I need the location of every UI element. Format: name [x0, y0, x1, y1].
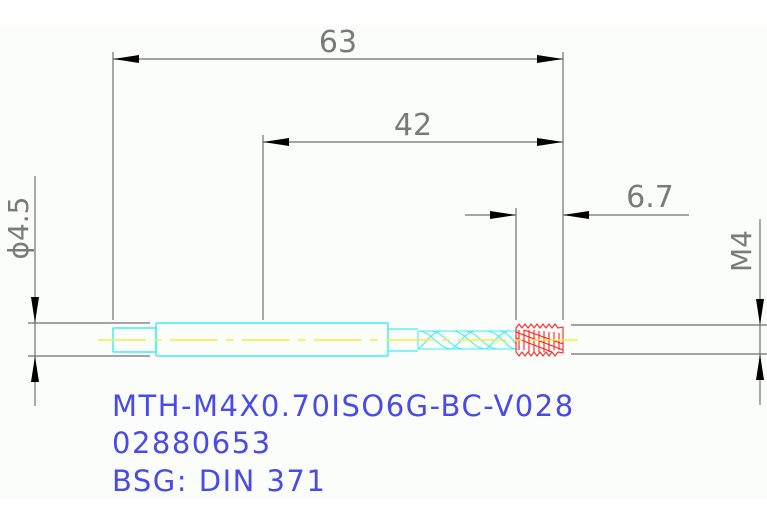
dimension-label-6-7: 6.7 [626, 180, 674, 215]
arrow-down-icon [31, 297, 39, 323]
dimension-label-42: 42 [394, 108, 432, 143]
dimension-overall-length: 63 [112, 25, 564, 320]
dimension-thread-length: 6.7 [465, 180, 689, 320]
dimension-label-63: 63 [319, 25, 357, 60]
standard-label: BSG: DIN 371 [112, 464, 326, 498]
arrow-down-icon [756, 299, 764, 325]
tap-tool-body [98, 322, 578, 357]
dimension-thread-size: M4 [571, 219, 767, 405]
dimension-shank-diameter: ϕ4.5 [2, 176, 150, 406]
arrow-left-icon [113, 55, 139, 63]
dimension-label-diameter: ϕ4.5 [2, 197, 35, 260]
part-labels: MTH-M4X0.70ISO6G-BC-V028 02880653 BSG: D… [112, 389, 575, 498]
dimension-label-m4: M4 [725, 230, 758, 272]
arrow-right-icon [537, 55, 563, 63]
arrow-up-icon [756, 354, 764, 380]
drawing-background [0, 26, 767, 498]
article-number-label: 02880653 [112, 426, 272, 460]
arrow-up-icon [31, 356, 39, 382]
arrow-left-icon [563, 211, 589, 219]
arrow-left-icon [263, 138, 289, 146]
arrow-right-icon [490, 211, 516, 219]
arrow-right-icon [537, 138, 563, 146]
designation-label: MTH-M4X0.70ISO6G-BC-V028 [112, 389, 575, 423]
dimension-shank-length: 42 [262, 108, 563, 320]
